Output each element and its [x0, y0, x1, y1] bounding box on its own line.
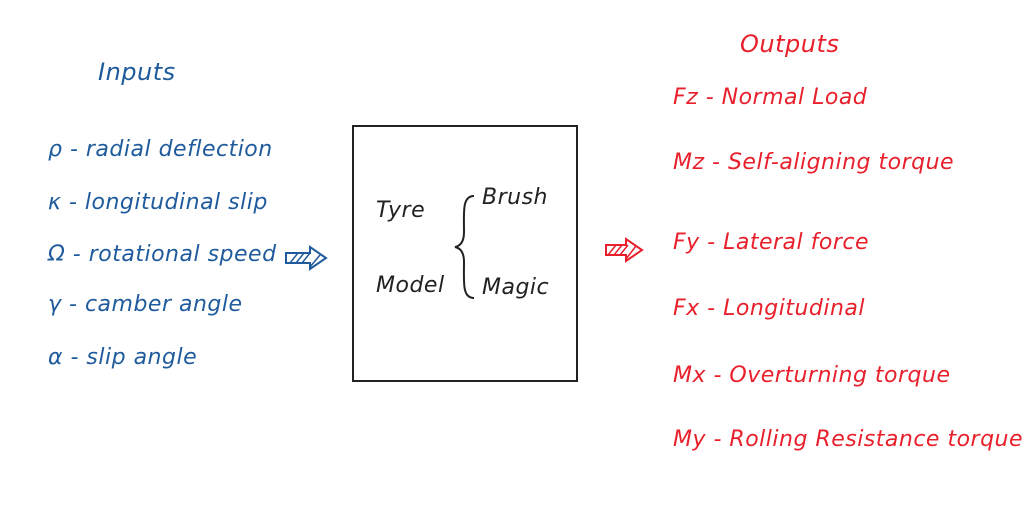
output-item: My - Rolling Resistance torque: [673, 427, 1024, 452]
output-item: Mx - Overturning torque: [673, 363, 951, 388]
inputs-title: Inputs: [98, 58, 176, 86]
model-option-magic: Magic: [482, 275, 550, 300]
output-arrow-icon: [605, 237, 644, 263]
tyre-model-box: [352, 125, 578, 382]
brace-icon: [454, 195, 475, 299]
model-option-brush: Brush: [482, 185, 548, 210]
input-item: γ - camber angle: [48, 292, 243, 317]
input-arrow-icon: [285, 245, 328, 271]
output-item: Fx - Longitudinal: [673, 296, 866, 321]
input-item: α - slip angle: [48, 345, 198, 370]
input-item: κ - longitudinal slip: [48, 190, 268, 215]
output-item: Fz - Normal Load: [673, 85, 868, 110]
output-item: Mz - Self-aligning torque: [673, 150, 955, 175]
outputs-title: Outputs: [740, 30, 840, 58]
output-item: Fy - Lateral force: [673, 230, 870, 255]
model-label-model: Model: [376, 273, 445, 298]
input-item: ρ - radial deflection: [48, 137, 273, 162]
input-item: Ω - rotational speed: [48, 242, 277, 267]
model-label-tyre: Tyre: [376, 198, 426, 223]
